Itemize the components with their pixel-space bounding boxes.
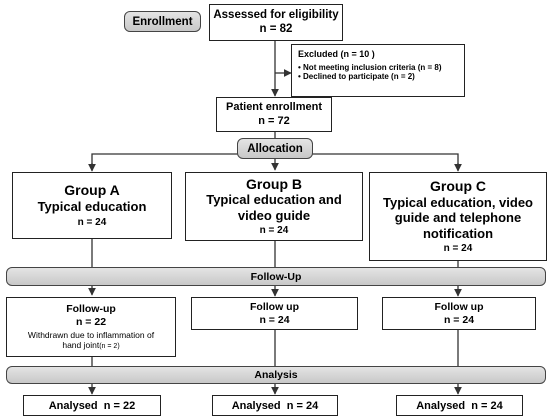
analysed-a-box: Analysed n = 22 <box>23 395 161 416</box>
group-c-count: n = 24 <box>443 243 473 255</box>
group-c-box: Group C Typical education, video guide a… <box>369 172 547 261</box>
group-c-description-1: Typical education, video <box>382 194 533 210</box>
follow-up-b-box: Follow up n = 24 <box>191 297 358 330</box>
analysis-text: Analysis <box>254 369 298 381</box>
follow-up-b-title: Follow up <box>250 300 299 313</box>
allocation-text: Allocation <box>247 142 303 155</box>
analysed-a-label: Analysed n = 22 <box>48 399 136 412</box>
analysis-stage-label: Analysis <box>6 366 546 384</box>
enrollment-text: Enrollment <box>132 15 193 28</box>
follow-up-c-box: Follow up n = 24 <box>382 297 536 330</box>
group-c-description-2: guide and telephone <box>394 210 522 226</box>
follow-up-b-count: n = 24 <box>259 313 290 326</box>
excluded-reason-1: • Not meeting inclusion criteria (n = 8) <box>298 62 442 72</box>
group-b-count: n = 24 <box>259 225 289 237</box>
group-b-title: Group B <box>246 175 302 192</box>
patient-enrollment-count: n = 72 <box>258 114 290 127</box>
analysed-b-label: Analysed n = 24 <box>231 399 319 412</box>
patient-enrollment-box: Patient enrollment n = 72 <box>216 97 332 132</box>
assessed-count: n = 82 <box>259 22 293 35</box>
analysed-c-label: Analysed n = 24 <box>416 399 503 412</box>
bullet-icon: • <box>298 72 304 82</box>
excluded-box: Excluded (n = 10 ) • Not meeting inclusi… <box>291 44 465 97</box>
enrollment-stage-label: Enrollment <box>124 11 201 32</box>
assessed-title: Assessed for eligibility <box>213 8 339 21</box>
group-b-description-1: Typical education and <box>206 192 342 208</box>
follow-up-stage-label: Follow-Up <box>6 267 546 286</box>
patient-enrollment-title: Patient enrollment <box>226 101 322 114</box>
analysed-b-box: Analysed n = 24 <box>212 395 338 416</box>
group-a-box: Group A Typical education n = 24 <box>12 172 172 239</box>
group-c-title: Group C <box>430 177 486 194</box>
excluded-reason-2: • Declined to participate (n = 2) <box>298 72 415 82</box>
follow-up-a-count: n = 22 <box>75 315 107 328</box>
analysed-c-box: Analysed n = 24 <box>396 395 523 416</box>
follow-up-text: Follow-Up <box>250 270 302 283</box>
allocation-stage-label: Allocation <box>237 138 313 159</box>
assessed-box: Assessed for eligibility n = 82 <box>209 4 343 41</box>
follow-up-a-note-1: Withdrawn due to inflammation of <box>27 330 155 341</box>
group-a-description: Typical education <box>37 199 147 215</box>
follow-up-a-note-2: hand joint(n = 2) <box>62 340 120 351</box>
follow-up-c-title: Follow up <box>434 300 484 313</box>
follow-up-a-title: Follow-up <box>66 303 116 315</box>
group-b-description-2: video guide <box>237 207 311 223</box>
group-b-box: Group B Typical education and video guid… <box>185 172 363 241</box>
follow-up-a-box: Follow-up n = 22 Withdrawn due to inflam… <box>6 297 176 357</box>
group-a-title: Group A <box>64 182 120 199</box>
excluded-title: Excluded (n = 10 ) <box>298 49 375 59</box>
bullet-icon: • <box>298 62 304 72</box>
group-a-count: n = 24 <box>77 216 107 228</box>
group-c-description-3: notification <box>422 225 494 241</box>
follow-up-c-count: n = 24 <box>443 313 475 326</box>
